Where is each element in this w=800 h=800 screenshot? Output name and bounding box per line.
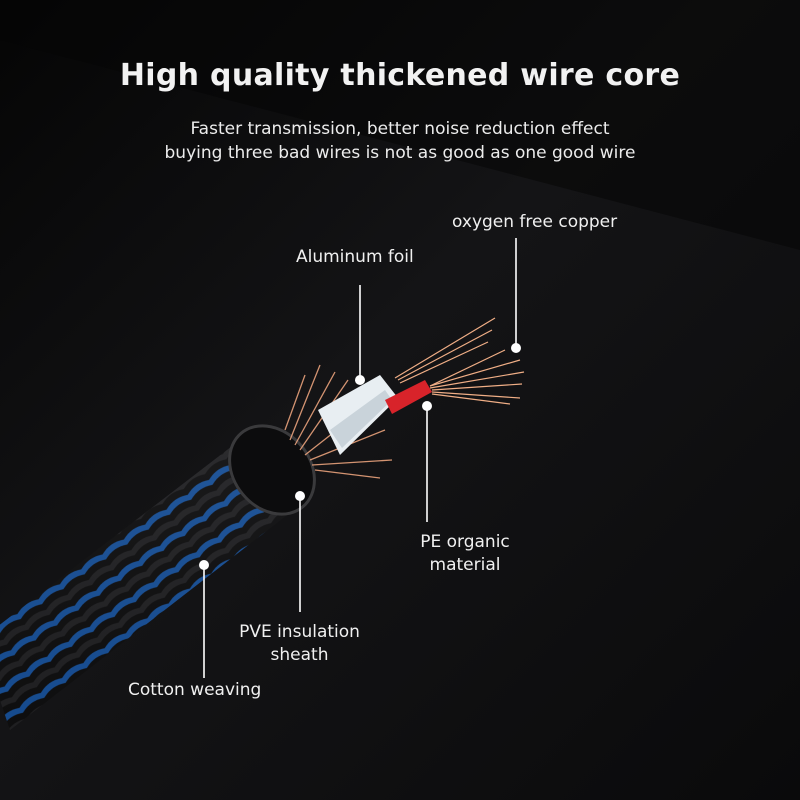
- aluminum-foil-label: Aluminum foil: [296, 247, 414, 267]
- cotton-weaving-label: Cotton weaving: [128, 680, 262, 700]
- pve-label-line-1: PVE insulation: [239, 622, 360, 642]
- pe-label-line-2: material: [429, 555, 501, 575]
- pe-organic-material-label: PE organic material: [405, 531, 525, 577]
- page-subtitle: Faster transmission, better noise reduct…: [0, 117, 800, 165]
- oxygen-free-copper-strands: [394, 317, 525, 405]
- pve-insulation-sheath-label: PVE insulation sheath: [232, 621, 367, 667]
- cotton-braid: [0, 440, 300, 730]
- foil-callout-dot: [355, 375, 365, 385]
- subtitle-line-2: buying three bad wires is not as good as…: [164, 143, 636, 163]
- page-title: High quality thickened wire core: [119, 58, 681, 93]
- oxygen-free-copper-label: oxygen free copper: [452, 212, 618, 232]
- pe-inner-conductor: [385, 380, 432, 414]
- subtitle-line-1: Faster transmission, better noise reduct…: [190, 119, 610, 139]
- callout-lines: [199, 238, 521, 678]
- pve-label-line-2: sheath: [270, 645, 329, 665]
- aluminum-foil: [318, 375, 398, 455]
- pe-callout-dot: [422, 401, 432, 411]
- pve-callout-dot: [295, 491, 305, 501]
- pe-label-line-1: PE organic: [420, 532, 510, 552]
- copper-callout-dot: [511, 343, 521, 353]
- cotton-callout-dot: [199, 560, 209, 570]
- pve-sheath: [228, 424, 316, 516]
